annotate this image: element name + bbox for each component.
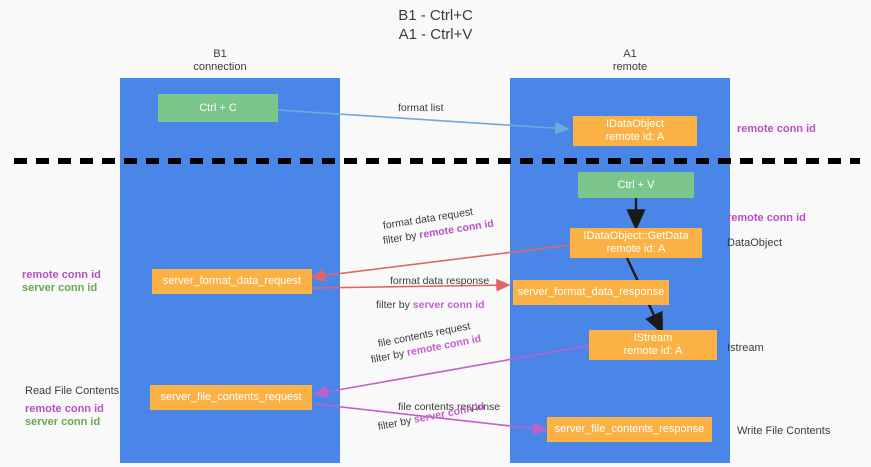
edge-label-file-contents-response: file contents response [398, 401, 501, 413]
column-header-b1: B1 connection [193, 48, 247, 73]
box-idataobject[interactable]: IDataObject remote id: A [573, 116, 697, 146]
box-ctrl-c[interactable]: Ctrl + C [158, 94, 278, 122]
edge-label-format-data-response: format data response [390, 275, 490, 287]
legend-server-conn-id-2: server conn id [25, 416, 101, 428]
filter-prefix: filter by [376, 414, 416, 433]
annotation-write-file-contents: Write File Contents [737, 425, 831, 437]
legend-remote-conn-id-1: remote conn id [22, 269, 101, 281]
legend-server-conn-id-1: server conn id [22, 282, 98, 294]
annotation-right-remote-conn-id-top: remote conn id [737, 123, 816, 135]
box-ctrl-v[interactable]: Ctrl + V [578, 172, 694, 198]
filter-key-server-conn-id: server conn id [412, 299, 485, 311]
edge-label-format-data-response-filter: filter by server conn id [376, 298, 485, 312]
diagram-title: B1 - Ctrl+C A1 - Ctrl+V [398, 7, 473, 43]
box-server-file-contents-request[interactable]: server_file_contents_request [150, 385, 312, 410]
box-server-format-data-response[interactable]: server_format_data_response [513, 280, 669, 305]
box-server-format-data-request[interactable]: server_format_data_request [152, 269, 312, 294]
box-istream[interactable]: IStream remote id: A [589, 330, 717, 360]
annotation-istream: Istream [727, 342, 764, 354]
annotation-dataobject: DataObject [727, 237, 783, 249]
box-idataobject-getdata[interactable]: IDataObject::GetData remote id: A [570, 228, 702, 258]
annotation-right-remote-conn-id-mid: remote conn id [727, 212, 806, 224]
annotation-read-file-contents: Read File Contents [25, 385, 120, 397]
legend-remote-conn-id-2: remote conn id [25, 403, 104, 415]
edge-label-format-list: format list [398, 102, 444, 114]
filter-prefix: filter by [369, 347, 409, 366]
column-header-a1: A1 remote [612, 48, 648, 73]
filter-prefix: filter by [376, 299, 413, 311]
box-server-file-contents-response[interactable]: server_file_contents_response [547, 417, 712, 442]
